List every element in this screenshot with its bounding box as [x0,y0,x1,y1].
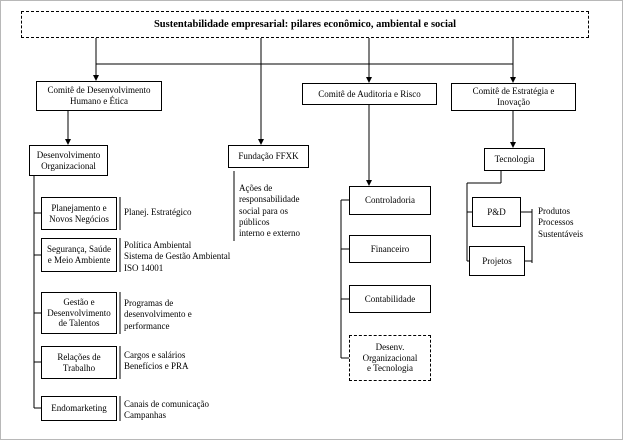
node-gestao-desenvolvimento-talentos: Gestão e Desenvolvimento de Talentos [41,292,117,334]
node-desenv-organizacional-tecnologia: Desenv. Organizacional e Tecnologia [349,335,431,381]
node-desenvolvimento-organizacional: Desenvolvimento Organizacional [29,145,108,176]
node-ped: P&D [472,197,521,227]
title-box: Sustentabilidade empresarial: pilares ec… [21,11,589,38]
node-comite-desenvolvimento-humano-etica: Comitê de Desenvolvimento Humano e Ética [36,81,162,111]
note-acoes-responsabilidade-social: Ações de responsabilidade social para os… [239,183,300,238]
note-produtos-processos-sustentaveis: Produtos Processos Sustentáveis [538,206,583,239]
node-comite-estrategia-inovacao: Comitê de Estratégia e Inovação [451,83,576,111]
node-relacoes-trabalho: Relações de Trabalho [41,346,117,379]
node-planejamento-novos-negocios: Planejamento e Novos Negócios [41,197,117,230]
node-controladoria: Controladoria [349,186,431,215]
note-programas-desenvolvimento: Programas de desenvolvimento e performan… [124,298,192,331]
arrowheads [65,75,516,186]
node-tecnologia: Tecnologia [484,148,545,171]
node-contabilidade: Contabilidade [349,285,431,313]
node-comite-auditoria-risco: Comitê de Auditoria e Risco [302,83,437,105]
node-endomarketing: Endomarketing [41,396,117,421]
note-canais-comunicacao: Canais de comunicação Campanhas [124,399,209,421]
node-projetos: Projetos [469,246,525,276]
node-financeiro: Financeiro [349,235,431,263]
note-cargos-salarios: Cargos e salários Benefícios e PRA [124,350,189,372]
note-planejamento-estrategico: Planej. Estratégico [124,207,192,217]
node-fundacao-ffxk: Fundação FFXK [228,145,309,168]
note-politica-ambiental: Política Ambiental Sistema de Gestão Amb… [124,240,231,273]
node-seguranca-saude-meio-ambiente: Segurança, Saúde e Meio Ambiente [41,238,117,272]
